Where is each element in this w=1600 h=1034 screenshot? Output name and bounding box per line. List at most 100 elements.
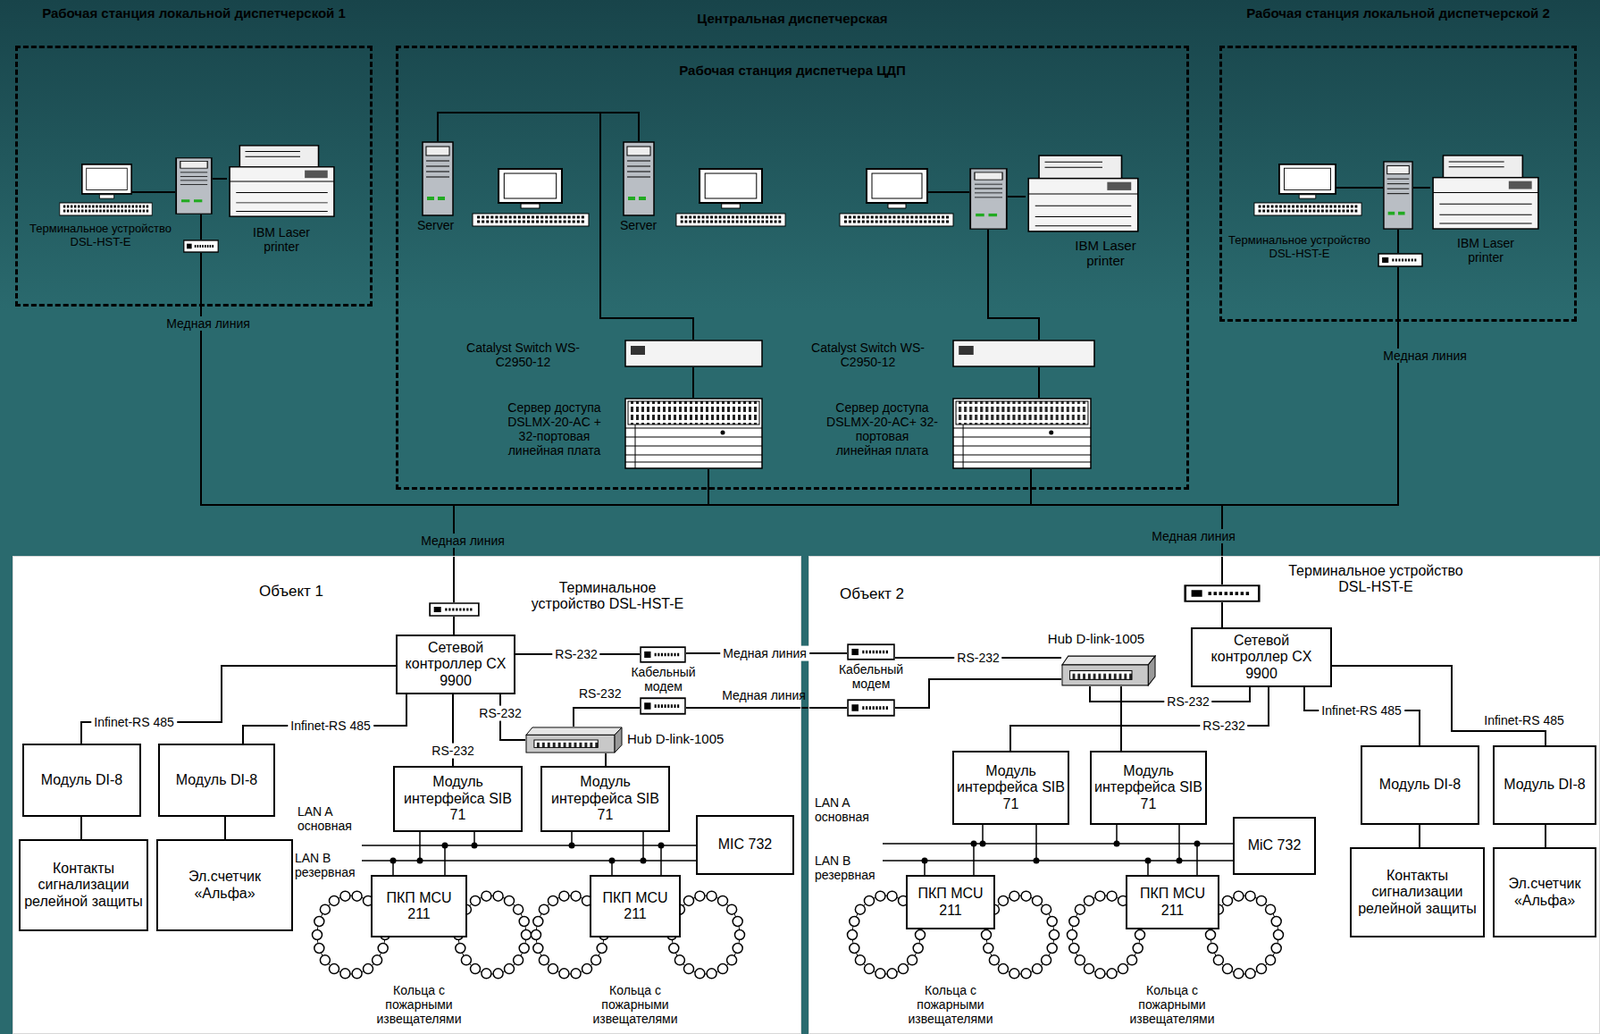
line-label: Infinet-RS 485: [287, 718, 374, 734]
bus-junction-dot: [971, 840, 978, 847]
line-label: Infinet-RS 485: [91, 714, 177, 730]
fire-detector: [460, 954, 471, 965]
fire-detector: [1265, 954, 1276, 965]
fire-detector: [1106, 890, 1117, 901]
connector: [452, 616, 455, 635]
fire-detector: [493, 968, 503, 979]
ring-loop: [986, 895, 1055, 974]
fire-detector: [372, 954, 383, 965]
fire-detector: [706, 890, 717, 901]
connector: [1120, 686, 1123, 751]
workstation-pictures: [1254, 202, 1362, 216]
line-label: RS-232: [552, 646, 600, 662]
node-text: Контакты сигнализации релейной защиты: [1354, 867, 1481, 917]
hub-icon: Hub D-link-1005: [525, 726, 623, 754]
node-text: Server: [406, 217, 465, 233]
fire-detector: [849, 943, 860, 954]
fire-detector: [718, 963, 729, 974]
connector: [708, 469, 1223, 585]
fire-detector: [988, 954, 999, 965]
access-server-icon: Сервер доступа DSLMX-20-AC + 32-портовая…: [624, 397, 763, 470]
ring-loop: [458, 895, 527, 974]
fire-detector: [596, 943, 607, 954]
fire-detector: [706, 968, 717, 979]
fire-detector: [1049, 929, 1060, 940]
fire-detector: [1069, 943, 1080, 954]
fire-detector: [1273, 929, 1284, 940]
fire-detector: [538, 954, 549, 965]
modem-icon: [640, 646, 686, 662]
bus-junction-dot: [390, 840, 1201, 864]
text-label: LAN B резервная: [814, 853, 882, 882]
fire-detector: [1074, 904, 1085, 914]
fire-detector: [732, 916, 743, 927]
server-icon: [623, 142, 654, 216]
printer-icon: IBM Laser printer: [1025, 152, 1141, 235]
ring-loop: [1210, 895, 1279, 974]
fire-detector: [727, 954, 738, 965]
printer-icon: [1430, 152, 1542, 233]
fire-detector: [669, 943, 679, 954]
lan-bus: [361, 845, 696, 861]
connector: [224, 816, 227, 839]
line-label: RS-232: [476, 705, 524, 721]
connector: [708, 267, 1399, 505]
workstation-pictures: [472, 213, 589, 227]
node-text: Модуль DI-8: [1379, 776, 1461, 793]
device-box: ПКП MCU 211: [905, 874, 996, 930]
connector: [1221, 602, 1224, 628]
node-text: Catalyst Switch WS-C2950-12: [794, 340, 942, 369]
bus-junction-dot: [609, 857, 616, 864]
connector: [1030, 267, 1399, 505]
text-label: RS-232: [578, 686, 633, 701]
fire-detector: [481, 890, 492, 901]
fire-detector: [1047, 943, 1057, 954]
device-box: Эл.счетчик «Альфа»: [156, 838, 294, 931]
fire-detector: [329, 895, 340, 905]
fire-detector: [1265, 904, 1276, 914]
node-text: Сетевой контроллер CX 9900: [400, 639, 511, 689]
text-label: Медная линия: [400, 533, 526, 548]
text-label: LAN B резервная: [294, 850, 362, 880]
lan-bus: [361, 824, 1233, 875]
object-panel: Объект 2Кабельный модемHub D-link-1005Те…: [808, 555, 1600, 1034]
node-text: Терминальное устройство DSL-HST-E: [26, 222, 175, 250]
object-panel: Объект 1Терминальное устройство DSL-HST-…: [12, 555, 802, 1034]
fire-detector: [1032, 895, 1043, 905]
fire-detector: [864, 895, 875, 905]
bus-junction-dot: [1176, 857, 1183, 864]
node-text: Объект 1: [259, 582, 367, 601]
fire-detector: [504, 963, 515, 974]
modem-icon: [428, 602, 480, 617]
printer-icon: [1432, 155, 1539, 229]
workstation-pictures: [1279, 164, 1336, 199]
fire-detector: [1233, 968, 1244, 979]
text-label: LAN A основная: [297, 804, 362, 833]
access-server-icon: [624, 397, 763, 470]
server-icon: [622, 141, 655, 217]
fire-detector: [1207, 943, 1218, 954]
switch-icon: Catalyst Switch WS-C2950-12: [624, 339, 763, 368]
fire-detector: [504, 895, 515, 905]
fire-detector: [1256, 963, 1267, 974]
bus-junction-dot: [390, 857, 397, 864]
workstation-pictures: [1383, 161, 1413, 229]
line-label: RS-232: [1199, 718, 1248, 734]
bus-junction-dot: [921, 857, 929, 864]
fire-detector: [887, 890, 897, 901]
device-box: ПКП MCU 211: [1125, 874, 1220, 930]
hub-icon: [525, 726, 623, 754]
fire-detector: [915, 929, 926, 940]
dashed-region: Центральная диспетчерскаяРабочая станция…: [395, 45, 1190, 490]
fire-detector: [1009, 890, 1020, 901]
bus-junction-dot: [980, 840, 987, 847]
node-text: Сервер доступа DSLMX-20-AC+ 32-портовая …: [826, 400, 939, 458]
fire-detector: [1256, 895, 1267, 905]
fire-detector: [1223, 895, 1233, 905]
node-text: Модуль интерфейса SIB 71: [544, 773, 666, 823]
fire-detector: [329, 963, 340, 974]
device-box: Модуль интерфейса SIB 71: [952, 750, 1070, 825]
printer-icon: IBM Laser printer: [1430, 152, 1542, 233]
node-text: Эл.счетчик «Альфа»: [160, 868, 289, 902]
bus-junction-dot: [471, 842, 478, 849]
